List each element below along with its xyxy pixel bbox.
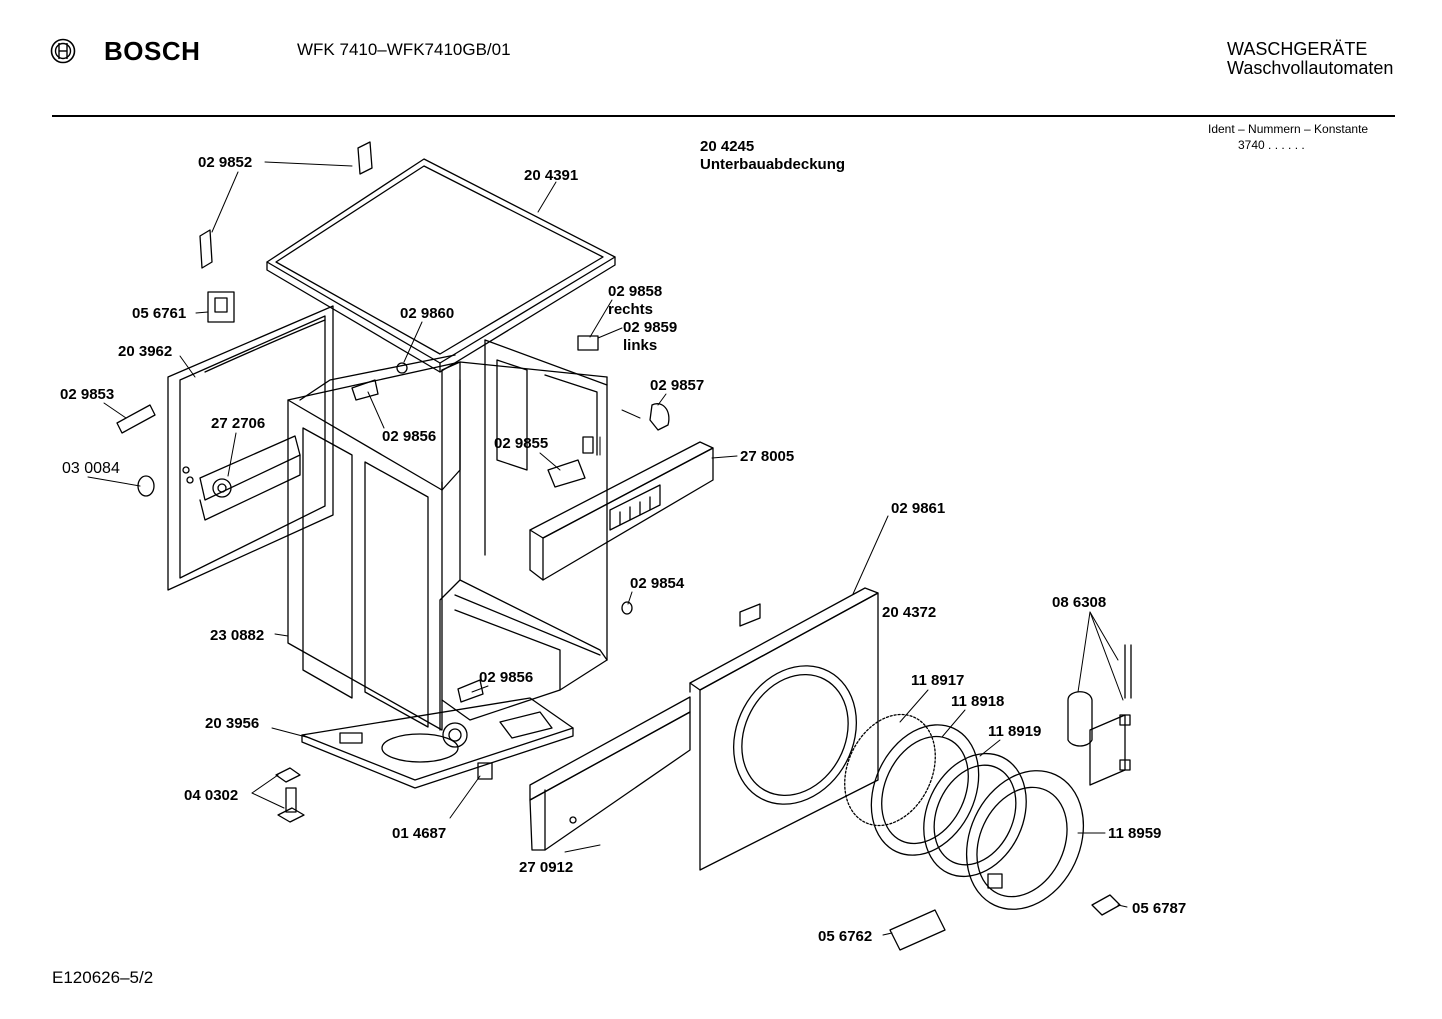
part-label-029858-rechts: rechts — [608, 301, 654, 318]
part-label-029859-links: links — [623, 337, 658, 354]
part-label-056762: 05 6762 — [818, 928, 873, 945]
door-ring-part — [965, 770, 1085, 910]
part-label-029853: 02 9853 — [60, 386, 115, 403]
note-text: Unterbauabdeckung — [700, 156, 846, 173]
header-rule — [52, 115, 1395, 117]
part-label-204391: 20 4391 — [524, 167, 579, 184]
part-label-029858: 02 9858 — [608, 283, 663, 300]
control-rail-part — [529, 441, 714, 581]
part-label-118959: 11 8959 — [1108, 825, 1162, 842]
part-label-118919: 11 8919 — [988, 723, 1042, 740]
part-label-030084: 03 0084 — [62, 460, 120, 477]
top-lid-part — [266, 158, 616, 373]
leader-lines — [87, 161, 1128, 936]
bosch-logo-icon — [50, 38, 76, 69]
ident-value: 3740 . . . . . . — [1238, 138, 1305, 152]
kick-plate-part — [529, 696, 691, 851]
part-label-270912: 27 0912 — [519, 859, 574, 876]
category-line-1: WASCHGERÄTE — [1227, 39, 1368, 59]
part-label-278005: 27 8005 — [740, 448, 795, 465]
part-label-029855: 02 9855 — [494, 435, 549, 452]
note-number: 20 4245 — [700, 138, 755, 155]
model-number: WFK 7410–WFK7410GB/01 — [297, 40, 511, 59]
part-label-056761: 05 6761 — [132, 305, 187, 322]
cabinet-rear-part — [299, 339, 608, 748]
part-label-029852: 02 9852 — [198, 154, 253, 171]
part-label-203956: 20 3956 — [205, 715, 260, 732]
front-panel-part — [689, 587, 879, 871]
ident-label: Ident – Nummern – Konstante — [1208, 122, 1369, 136]
part-label-272706: 27 2706 — [211, 415, 266, 432]
part-label-029854: 02 9854 — [630, 575, 685, 592]
door-frame-part — [870, 724, 980, 856]
part-label-029859: 02 9859 — [623, 319, 678, 336]
part-label-204372: 20 4372 — [882, 604, 937, 621]
part-label-029860: 02 9860 — [400, 305, 455, 322]
base-plate-part — [301, 697, 574, 789]
part-label-029861: 02 9861 — [891, 500, 946, 517]
hinge-part — [1067, 644, 1132, 786]
part-label-230882: 23 0882 — [210, 627, 265, 644]
part-label-040302: 04 0302 — [184, 787, 239, 804]
door-glass-part — [923, 752, 1027, 878]
cabinet-front-frame-part — [287, 361, 608, 731]
part-label-029856-bottom: 02 9856 — [479, 669, 534, 686]
part-label-056787: 05 6787 — [1132, 900, 1187, 917]
part-label-118918: 11 8918 — [951, 693, 1005, 710]
part-label-086308: 08 6308 — [1052, 594, 1107, 611]
brand-name: BOSCH — [104, 36, 201, 66]
drawing-code: E120626–5/2 — [52, 968, 154, 987]
part-label-203962: 20 3962 — [118, 343, 173, 360]
part-label-029856-top: 02 9856 — [382, 428, 437, 445]
part-label-118917: 11 8917 — [911, 672, 965, 689]
part-label-029857: 02 9857 — [650, 377, 705, 394]
category-line-2: Waschvollautomaten — [1227, 58, 1394, 78]
part-label-014687: 01 4687 — [392, 825, 447, 842]
left-side-panel-part — [167, 305, 334, 591]
